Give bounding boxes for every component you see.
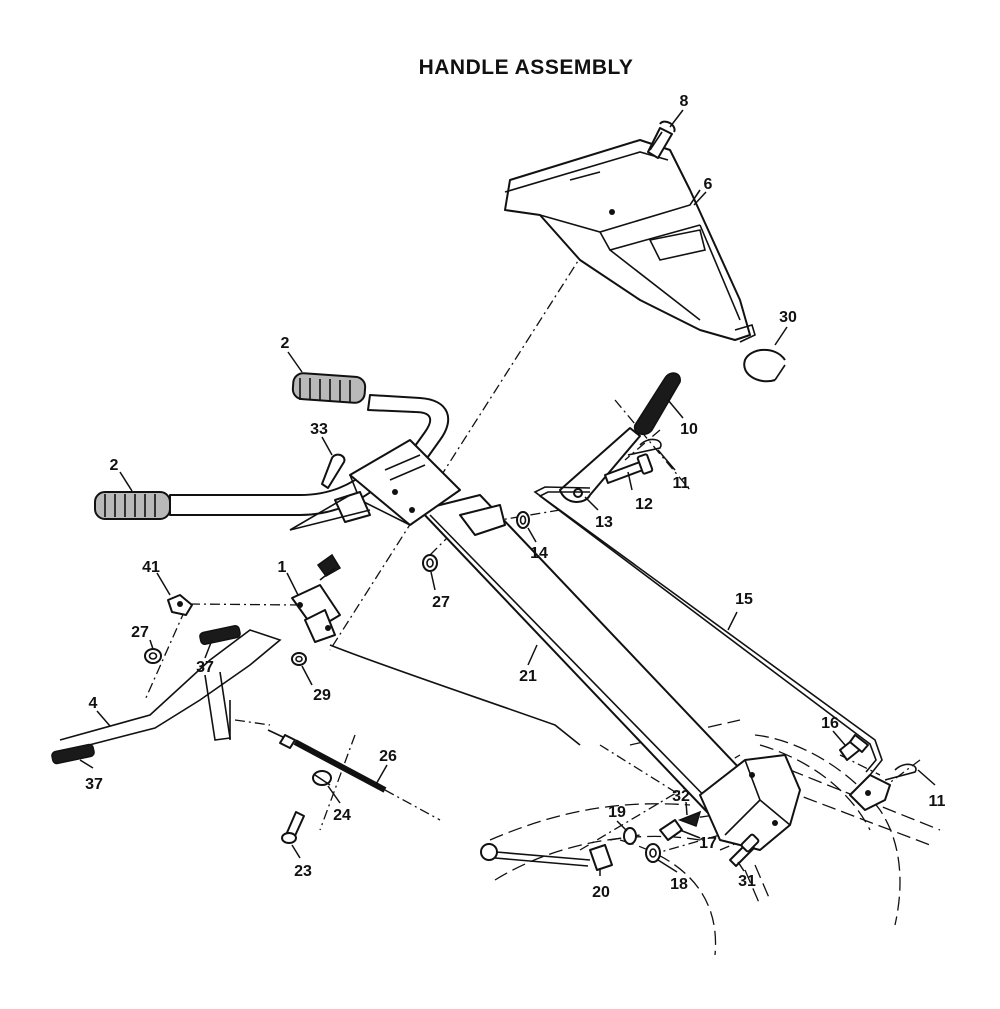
callout-26: 26 bbox=[379, 748, 397, 765]
cone-part-32 bbox=[677, 810, 702, 827]
diagram-title: HANDLE ASSEMBLY bbox=[419, 56, 634, 79]
callout-37-upper: 37 bbox=[196, 659, 214, 676]
callout-11-upper: 11 bbox=[673, 475, 690, 492]
callout-24: 24 bbox=[333, 807, 351, 824]
callout-15: 15 bbox=[735, 591, 753, 608]
bolt-part-31 bbox=[729, 833, 760, 867]
nut-part-29 bbox=[291, 652, 307, 666]
ring-clip-part-30 bbox=[743, 348, 786, 383]
control-bail-part-4 bbox=[59, 629, 282, 753]
shift-rod-part-15 bbox=[533, 486, 883, 776]
callout-37-lower: 37 bbox=[85, 776, 103, 793]
callout-labels: 8 6 30 2 33 2 10 11 12 13 14 41 1 27 27 … bbox=[85, 93, 945, 901]
grip-upper-part-2 bbox=[291, 372, 367, 404]
shift-lever-part-13 bbox=[559, 427, 641, 503]
callout-29: 29 bbox=[313, 687, 331, 704]
callout-19: 19 bbox=[608, 804, 626, 821]
callout-8: 8 bbox=[680, 93, 689, 110]
leader-lines bbox=[79, 109, 936, 876]
grip-lower-part-2 bbox=[94, 491, 171, 520]
callout-30: 30 bbox=[779, 309, 797, 326]
callout-12: 12 bbox=[635, 496, 653, 513]
callout-17: 17 bbox=[699, 835, 717, 852]
screw-part-23 bbox=[281, 811, 305, 844]
callout-32: 32 bbox=[672, 788, 690, 805]
handle-cover-part-6 bbox=[504, 139, 756, 343]
washer-part-18 bbox=[645, 843, 661, 863]
callout-41: 41 bbox=[142, 559, 160, 576]
callout-14: 14 bbox=[530, 545, 548, 562]
clip-part-24 bbox=[312, 770, 332, 786]
handlebar-assembly bbox=[169, 394, 461, 531]
callout-33: 33 bbox=[310, 421, 328, 438]
callout-23: 23 bbox=[294, 863, 312, 880]
handle-tube-part-21 bbox=[419, 494, 801, 851]
callout-2-upper: 2 bbox=[281, 335, 290, 352]
bolt-part-12 bbox=[604, 453, 654, 484]
lever-grip-part-10 bbox=[633, 372, 681, 436]
callout-31: 31 bbox=[738, 873, 756, 890]
callout-27-center: 27 bbox=[432, 594, 450, 611]
clip-part-41 bbox=[167, 594, 193, 616]
cable-part-26 bbox=[267, 729, 387, 793]
nut-part-27-upper bbox=[422, 554, 438, 572]
hairpin-clip-part-11-lower bbox=[884, 763, 917, 781]
bushing-part-14 bbox=[516, 511, 530, 529]
bolt-part-16 bbox=[839, 734, 869, 761]
callout-11-lower: 11 bbox=[929, 793, 946, 810]
bail-grip-part-37-upper bbox=[199, 624, 241, 646]
callout-20: 20 bbox=[592, 884, 610, 901]
hairpin-clip-part-11-upper bbox=[627, 438, 662, 456]
control-bracket-part-1 bbox=[291, 553, 342, 643]
bolt-part-33 bbox=[321, 453, 346, 489]
callout-6: 6 bbox=[704, 176, 713, 193]
callout-16: 16 bbox=[821, 715, 839, 732]
callout-18: 18 bbox=[670, 876, 688, 893]
lever-rod-part-20 bbox=[480, 843, 613, 871]
screw-part-8 bbox=[647, 120, 676, 159]
nut-part-27-lower bbox=[144, 648, 162, 664]
callout-10: 10 bbox=[680, 421, 698, 438]
callout-27-left: 27 bbox=[131, 624, 149, 641]
tiller-body-outline bbox=[489, 719, 941, 956]
bail-grip-part-37-lower bbox=[51, 743, 95, 765]
pivot-plate bbox=[849, 774, 891, 811]
callout-21: 21 bbox=[519, 668, 537, 685]
callout-4: 4 bbox=[89, 695, 98, 712]
callout-13: 13 bbox=[595, 514, 613, 531]
callout-1: 1 bbox=[278, 559, 287, 576]
callout-2-lower: 2 bbox=[110, 457, 119, 474]
control-cable bbox=[329, 644, 581, 746]
washer-part-19 bbox=[623, 827, 637, 845]
